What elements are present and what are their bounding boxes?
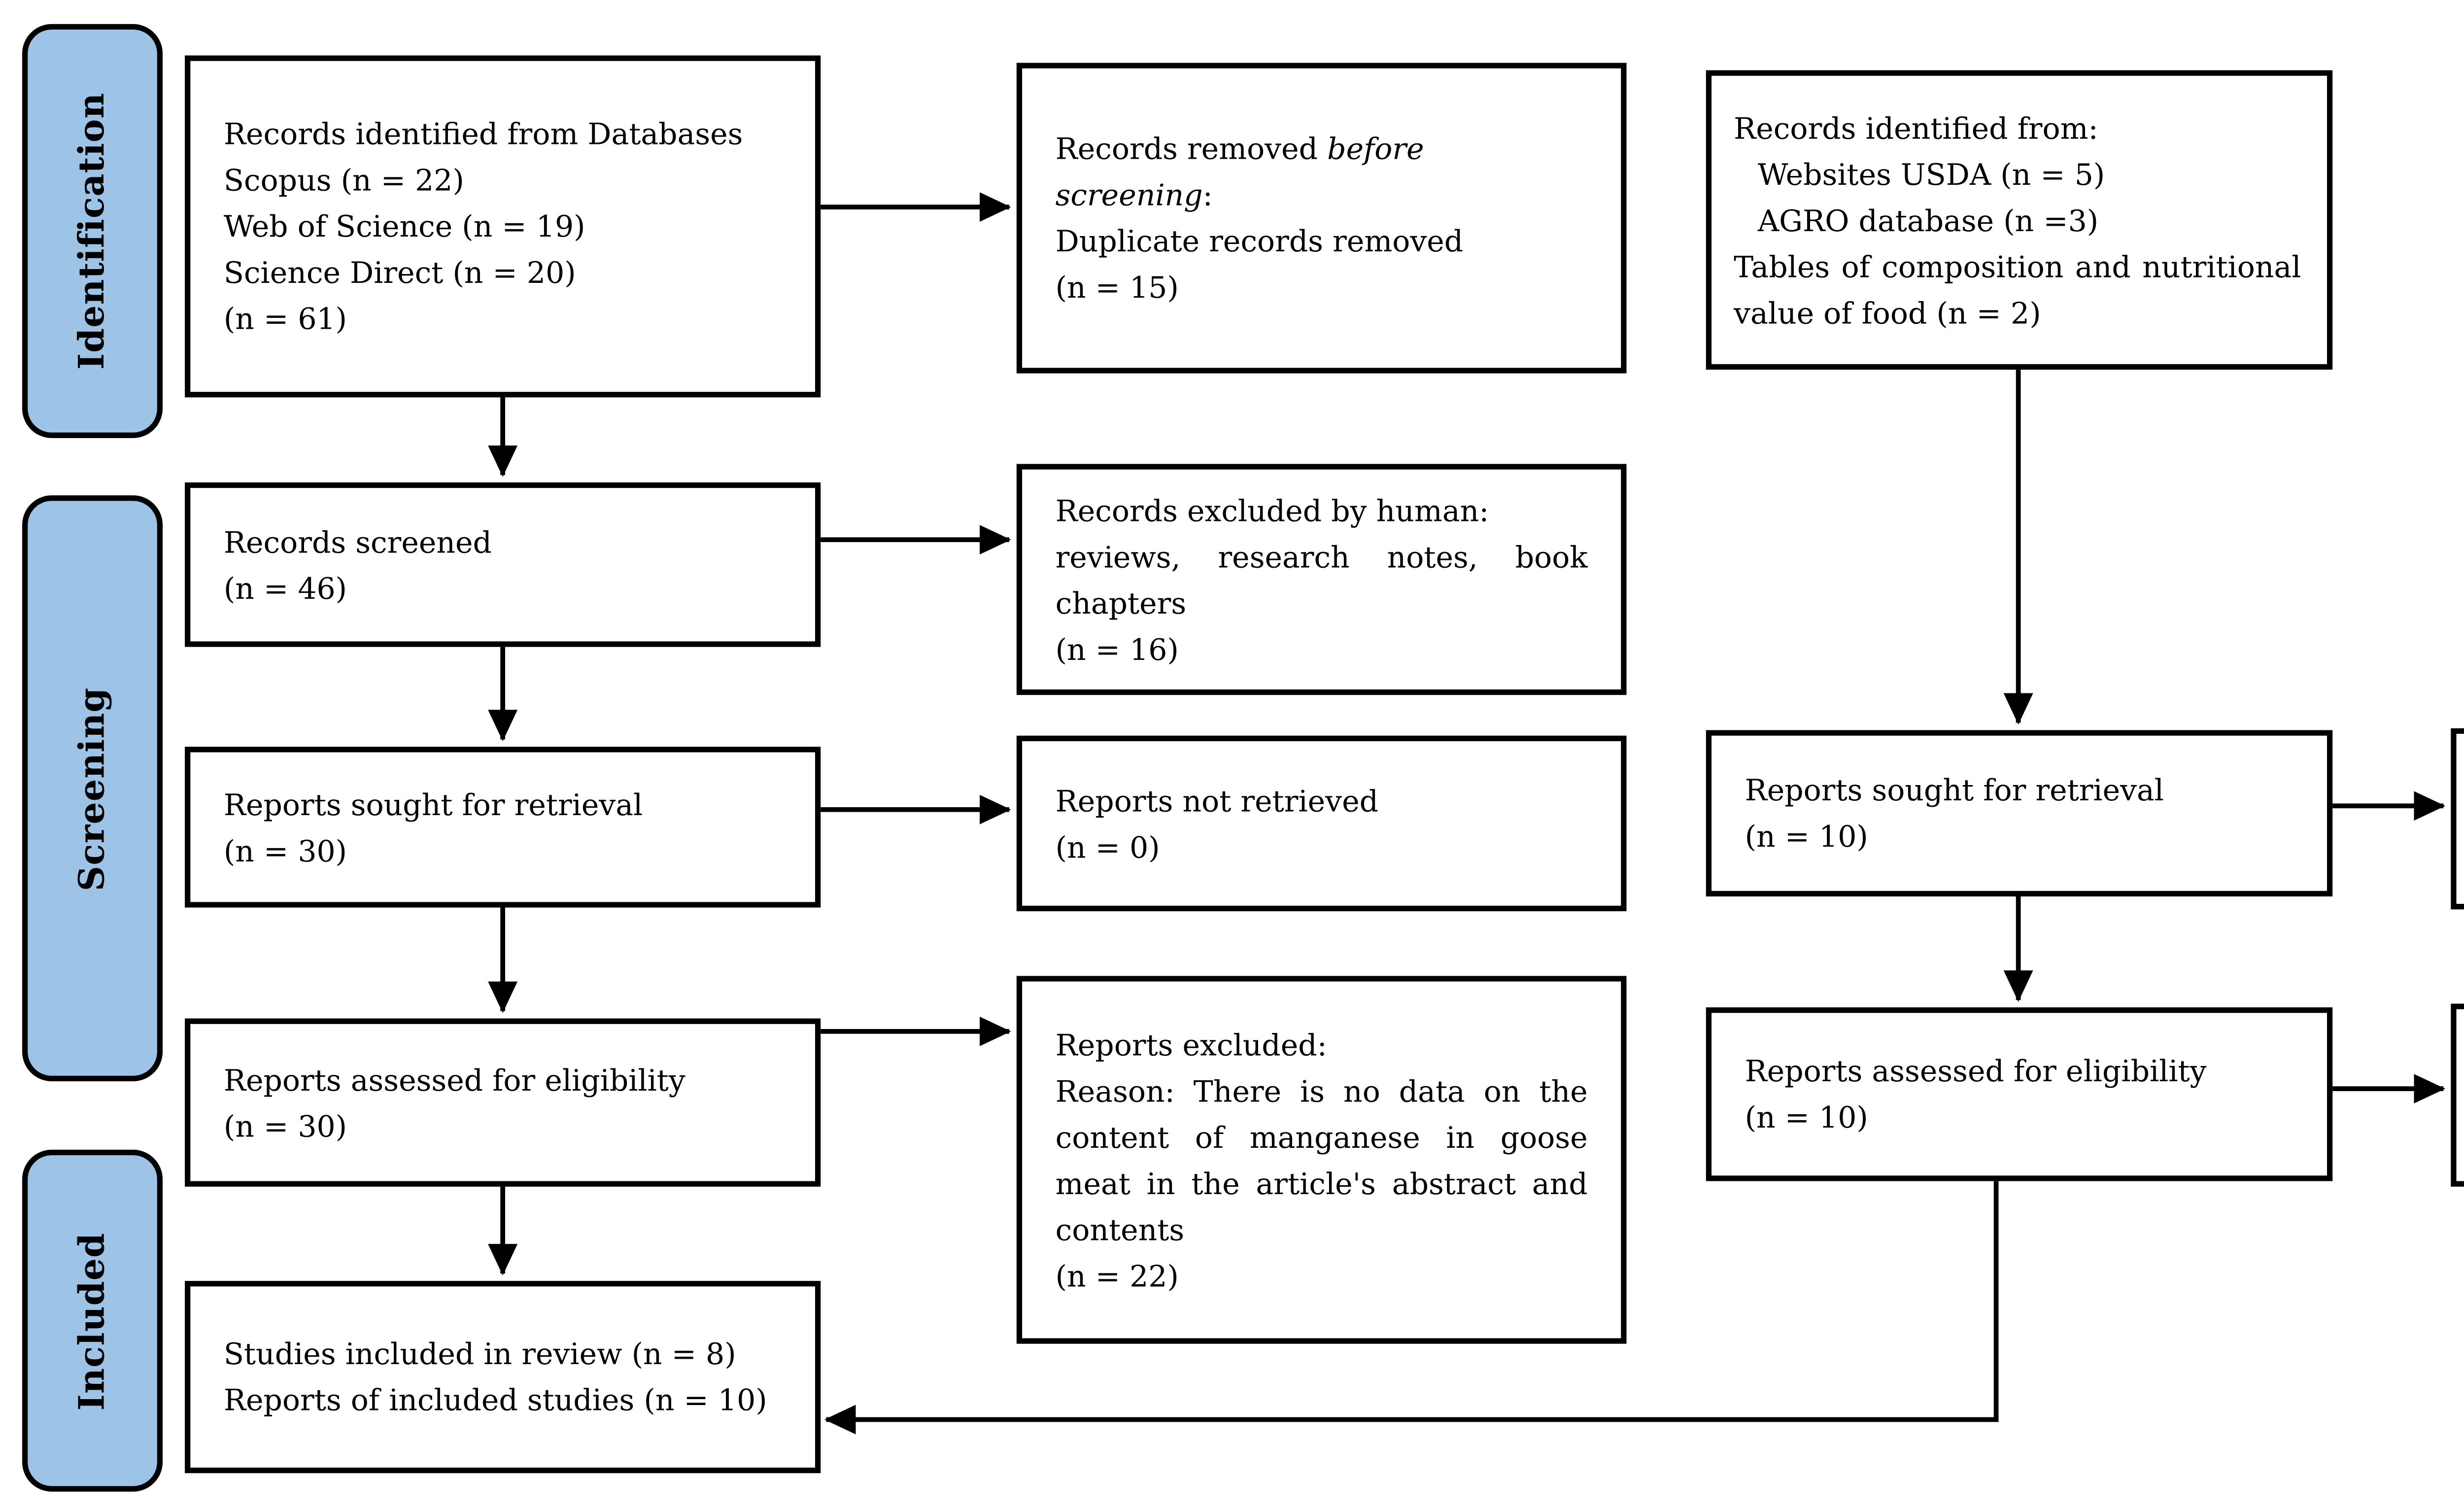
text-paragraph: Reason: There is no data on the content … (1055, 1073, 1588, 1247)
text-line: (n = 46) (223, 570, 347, 606)
text-segment-italic: before screening (1055, 131, 1424, 213)
text-line: Reports sought for retrieval (1745, 772, 2164, 808)
box-records-identified-databases: Records identified from Databases Scopus… (185, 55, 821, 398)
box-records-screened: Records screened (n = 46) (185, 482, 821, 647)
text-line: Reports not retrieved (1055, 783, 1379, 818)
text-line: Reports assessed for eligibility (223, 1062, 685, 1097)
text-line: Websites USDA (n = 5) (1757, 156, 2105, 192)
text-line: Records identified from: (1734, 110, 2098, 145)
stage-identification-label: Identification (72, 92, 113, 370)
text-line: (n = 61) (223, 301, 347, 337)
text-line: Science Direct (n = 20) (223, 255, 576, 290)
text-line: Records excluded by human: (1055, 492, 1489, 528)
text-paragraph: Tables of composition and nutritional va… (1734, 248, 2301, 330)
stage-included-label: Included (72, 1232, 113, 1410)
box-reports-excluded-reason: Reports excluded: Reason: There is no da… (1016, 976, 1627, 1344)
stage-included: Included (22, 1149, 163, 1492)
text-line: Records removed before screening: (1056, 126, 1588, 218)
text-line: (n = 10) (1745, 819, 1868, 854)
text-line: Reports excluded: (1055, 1027, 1327, 1062)
text-line: Studies included in review (n = 8) (223, 1336, 736, 1372)
text-line: Web of Science (n = 19) (223, 208, 585, 244)
box-studies-included: Studies included in review (n = 8) Repor… (185, 1281, 821, 1474)
box-reports-excluded-right: Reports excluded: (n = 0) (2451, 1003, 2464, 1187)
box-records-removed-before-screening: Records removed before screening: Duplic… (1016, 63, 1627, 374)
stage-identification: Identification (22, 24, 163, 438)
text-line: AGRO database (n =3) (1757, 202, 2099, 238)
box-reports-sought-right: Reports sought for retrieval (n = 10) (1706, 730, 2333, 897)
text-line: (n = 16) (1055, 631, 1179, 667)
box-reports-not-retrieved-right: Reports not retrieved (n = 0) (2451, 728, 2464, 910)
stage-screening: Screening (22, 495, 163, 1082)
box-reports-not-retrieved-left: Reports not retrieved (n = 0) (1016, 735, 1627, 912)
text-line: (n = 30) (223, 1108, 347, 1143)
text-paragraph: reviews, research notes, book chapters (1055, 539, 1588, 620)
box-reports-assessed-left: Reports assessed for eligibility (n = 30… (185, 1018, 821, 1187)
text-line: (n = 15) (1055, 270, 1179, 305)
box-records-identified-other: Records identified from: Websites USDA (… (1706, 70, 2333, 370)
text-line: (n = 10) (1745, 1099, 1868, 1135)
box-records-excluded-human: Records excluded by human: reviews, rese… (1016, 464, 1627, 695)
text-line: Duplicate records removed (1055, 223, 1464, 259)
box-reports-assessed-right: Reports assessed for eligibility (n = 10… (1706, 1007, 2333, 1181)
text-segment: : (1202, 177, 1213, 213)
connector-assessed-right-to-included (824, 1181, 1999, 1435)
stage-screening-label: Screening (72, 686, 113, 891)
text-segment: Records removed (1055, 131, 1328, 167)
text-line: (n = 0) (1055, 829, 1160, 864)
box-reports-sought-left: Reports sought for retrieval (n = 30) (185, 747, 821, 908)
text-line: (n = 22) (1055, 1258, 1179, 1293)
text-line: Reports sought for retrieval (223, 786, 643, 822)
text-line: Reports of included studies (n = 10) (223, 1382, 767, 1418)
text-line: Records identified from Databases (223, 116, 743, 152)
text-line: Records screened (223, 524, 492, 559)
text-line: Scopus (n = 22) (223, 163, 464, 198)
text-line: Reports assessed for eligibility (1745, 1053, 2207, 1089)
text-line: (n = 30) (223, 832, 347, 868)
